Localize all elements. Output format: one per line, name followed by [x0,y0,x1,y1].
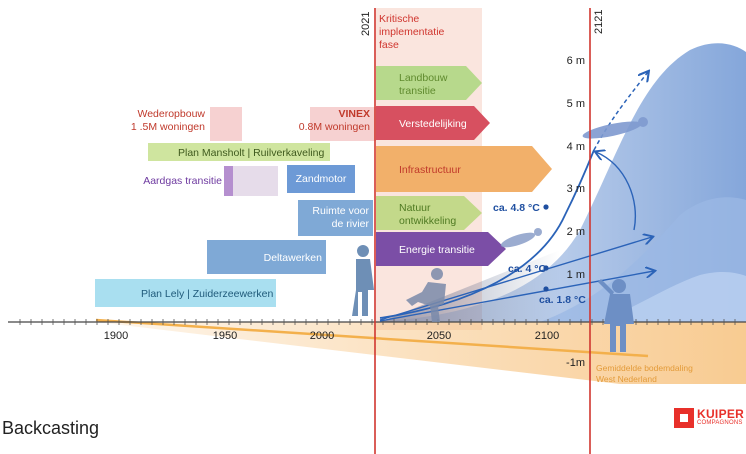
vinex-sub: 0.8M woningen [299,121,370,133]
scenario-dot-high [543,204,549,210]
scenario-arc-high [596,152,637,231]
scenario-line-mid [379,237,652,321]
logo-subtitle: COMPAGNONS [697,420,743,426]
subsidence-label-line1: Gemiddelde bodemdaling [596,363,693,373]
ruimte-label-line2: de rivier [332,218,370,230]
landbouw-arrow [376,66,482,100]
subsidence-label-line2: West Nederland [596,374,657,384]
zandmotor-bar [287,165,355,193]
phase-label-line3: fase [379,39,399,51]
aardgas-accent [224,166,233,196]
scenario-dot-low [543,286,549,292]
phase-label-line2: implementatie [379,26,445,38]
plan-lely-label: Plan Lely | Zuiderzeewerken [141,288,273,300]
ruimte-bar [298,200,373,236]
natuur-label-line2: ontwikkeling [399,215,456,227]
depth-label-2m: 2 m [567,226,585,238]
tick-label-1950: 1950 [213,330,237,342]
landbouw-label-line1: Landbouw [399,72,448,84]
vinex-period [310,107,376,141]
kuiper-compagnons-logo: KUIPER COMPAGNONS [674,407,746,431]
depth-label-1m: 1 m [567,269,585,281]
verstedelijking-arrow [376,106,490,140]
energie-arrow [376,232,506,266]
tick-label-2000: 2000 [310,330,334,342]
zandmotor-label: Zandmotor [296,173,347,185]
scenario-label-low: ca. 1.8 °C [539,294,586,306]
swimmer-icon [500,228,542,248]
marker-year-2021: 2021 [360,12,372,36]
depth-label-minus1m: -1m [566,357,585,369]
subsidence-wedge [96,322,746,384]
infrastructuur-arrow [376,146,552,192]
depth-label-6m: 6 m [567,55,585,67]
timeline-minor-ticks [19,319,736,325]
natuur-label-line1: Natuur [399,202,431,214]
deltawerken-bar [207,240,326,274]
scenario-label-high: ca. 4.8 °C [493,202,540,214]
logo-mark-icon [674,408,694,428]
diver-icon [582,117,648,139]
natuur-arrow [376,196,482,230]
standing-person-icon [598,279,634,352]
landbouw-label-line2: transitie [399,85,436,97]
walking-person-icon [352,245,374,316]
marker-year-2121: 2121 [593,10,605,34]
infrastructuur-label: Infrastructuur [399,164,461,176]
tick-label-2050: 2050 [427,330,451,342]
aardgas-label: Aardgas transitie [143,175,222,187]
tick-label-1900: 1900 [104,330,128,342]
energie-label: Energie transitie [399,244,475,256]
wederopbouw-period [210,107,242,141]
scenario-line-low [379,271,654,322]
deltawerken-label: Deltawerken [264,252,323,264]
crouching-person-icon [406,268,446,322]
plan-mansholt-bar [148,143,330,161]
subsidence-line [95,318,649,358]
ruimte-label-line1: Ruimte voor [312,205,369,217]
verstedelijking-label: Verstedelijking [399,118,467,130]
phase-label-line1: Kritische [379,13,419,25]
tick-label-2100: 2100 [535,330,559,342]
wederopbouw-label: Wederopbouw [137,108,205,120]
depth-label-4m: 4 m [567,141,585,153]
sea-level-wave-low [600,272,746,322]
plan-mansholt-label: Plan Mansholt | Ruilverkaveling [178,147,324,159]
wederopbouw-sub: 1 .5M woningen [131,121,205,133]
depth-label-5m: 5 m [567,98,585,110]
scenario-dot-mid [543,265,549,271]
scenario-extension-high [593,72,648,151]
plan-lely-bar [95,279,276,307]
logo-name: KUIPER [697,407,745,421]
vinex-label: VINEX [338,108,370,120]
slide-title: Backcasting [2,418,100,438]
scenario-label-mid: ca. 4 °C [508,263,546,275]
depth-label-3m: 3 m [567,183,585,195]
